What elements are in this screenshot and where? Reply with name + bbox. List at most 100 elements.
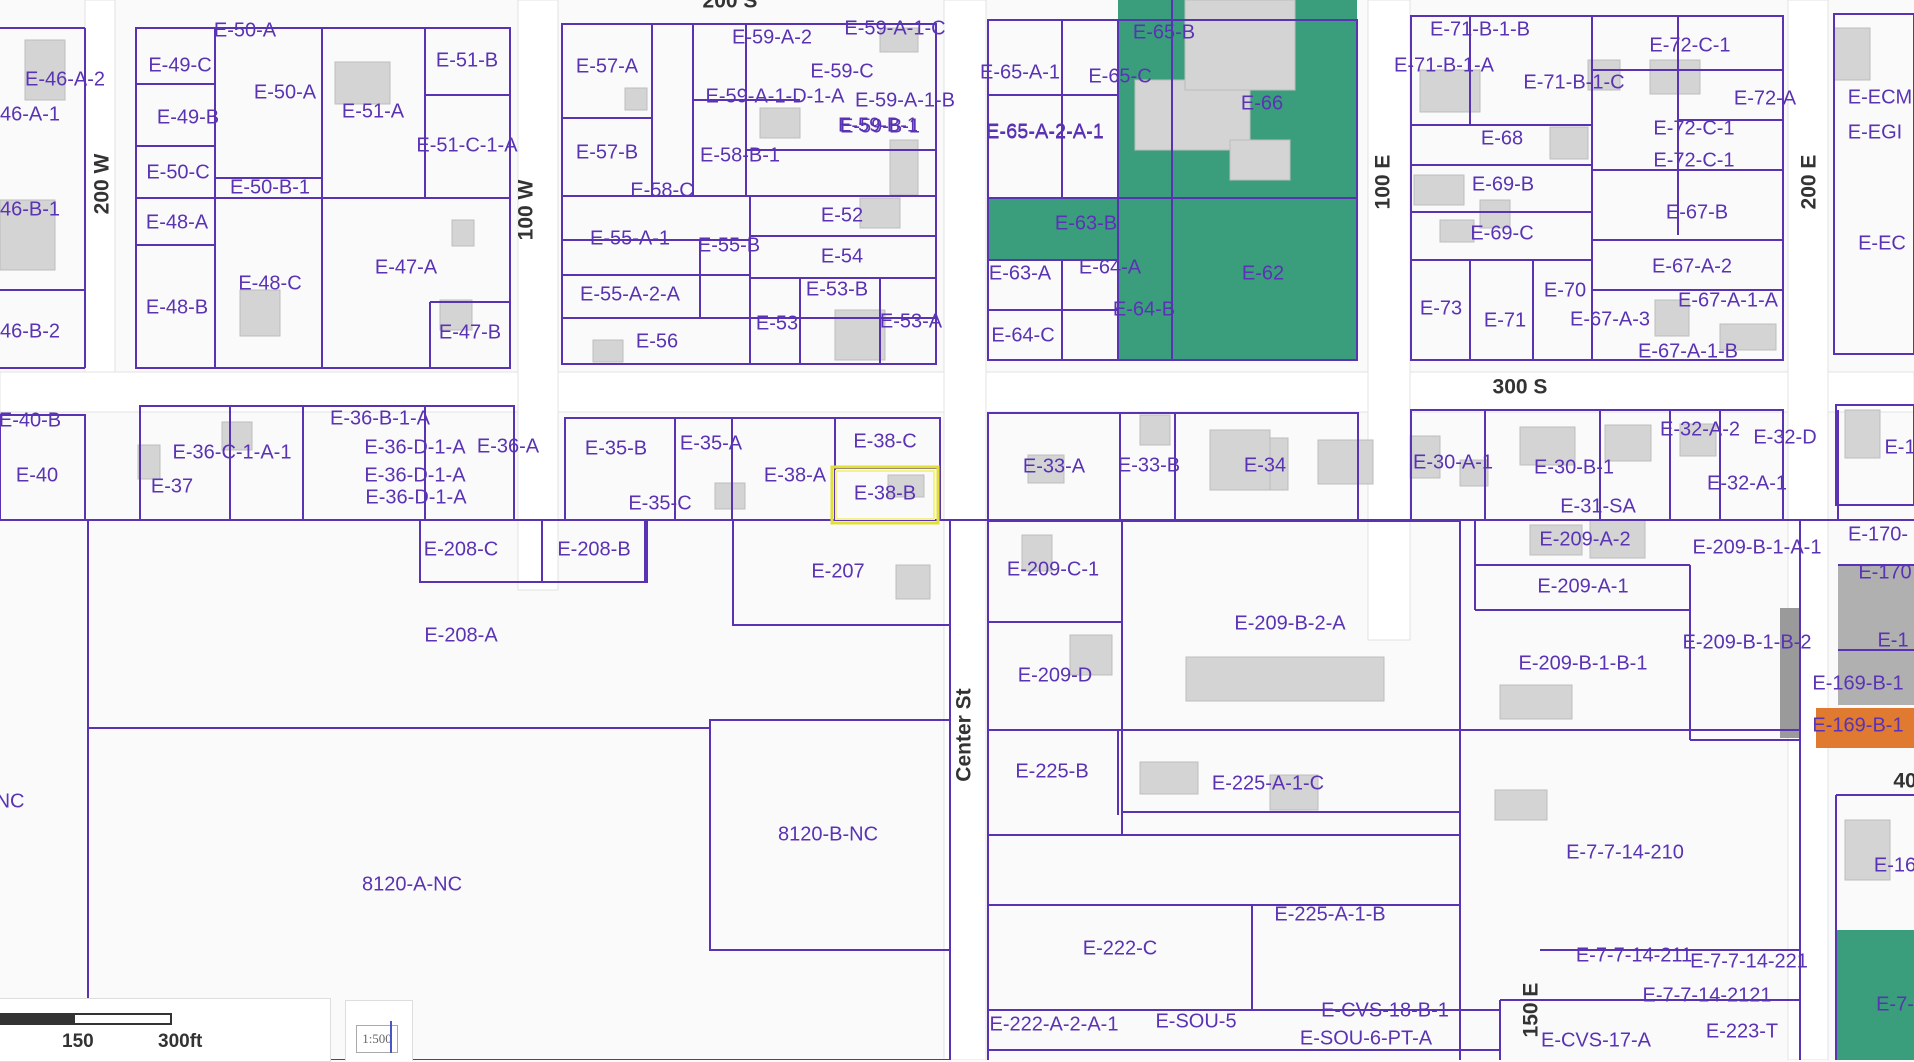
parcel-label[interactable]: E-55-A-2-A bbox=[580, 283, 681, 305]
parcel-label[interactable]: E-170- bbox=[1848, 523, 1908, 545]
parcel-label[interactable]: E-36-D-1-A bbox=[365, 486, 467, 508]
parcel-label[interactable]: E-65-A-1 bbox=[980, 61, 1060, 83]
parcel-label[interactable]: E-56 bbox=[636, 330, 678, 352]
parcel-label[interactable]: E-71 bbox=[1484, 309, 1526, 331]
parcel-label[interactable]: E-33-A bbox=[1023, 455, 1086, 477]
parcel-label[interactable]: E-65-A-2-A-1 bbox=[986, 120, 1104, 142]
parcel-label[interactable]: E-16 bbox=[1874, 854, 1914, 876]
parcel-label[interactable]: E-30-A-1 bbox=[1413, 451, 1493, 473]
parcel-label[interactable]: 8120-A-NC bbox=[362, 873, 462, 895]
scale-ratio-field[interactable]: 1:500 bbox=[356, 1025, 398, 1053]
parcel-label[interactable]: E-50-C bbox=[146, 161, 209, 183]
parcel-label[interactable]: E-170 bbox=[1858, 561, 1911, 583]
parcel-label[interactable]: E-50-A bbox=[214, 19, 277, 41]
parcel-label-selected[interactable]: E-38-B bbox=[854, 482, 916, 504]
parcel-label[interactable]: E-71-B-1-C bbox=[1523, 71, 1624, 93]
parcel-label[interactable]: E-57-A bbox=[576, 55, 639, 77]
parcel-label[interactable]: E-CVS-17-A bbox=[1541, 1029, 1652, 1051]
parcel-label[interactable]: E-32-A-2 bbox=[1660, 418, 1740, 440]
parcel-label[interactable]: E-59-B-1 bbox=[840, 115, 920, 137]
parcel-label[interactable]: E-55-A-1 bbox=[590, 227, 670, 249]
parcel-label[interactable]: E-38-A bbox=[764, 464, 827, 486]
parcel-label[interactable]: E-33-B bbox=[1118, 454, 1180, 476]
parcel-label[interactable]: NC bbox=[0, 790, 24, 812]
parcel-label[interactable]: E-49-B bbox=[157, 106, 219, 128]
parcel-label[interactable]: E-36-D-1-A bbox=[364, 436, 466, 458]
parcel-label[interactable]: E-7-7-14-211 bbox=[1576, 944, 1692, 966]
parcel-label[interactable]: E-48-A bbox=[146, 211, 209, 233]
parcel-label[interactable]: E-35-A bbox=[680, 432, 743, 454]
parcel-label[interactable]: E-55-B bbox=[698, 234, 760, 256]
parcel-label[interactable]: E-36-D-1-A bbox=[364, 464, 466, 486]
parcel-label[interactable]: E-32-A-1 bbox=[1707, 472, 1787, 494]
parcel-label[interactable]: E-169-B-1 bbox=[1812, 672, 1903, 694]
parcel-label[interactable]: E-222-C bbox=[1083, 937, 1157, 959]
parcel-label[interactable]: E-67-A-1-A bbox=[1678, 289, 1779, 311]
parcel-label[interactable]: E-72-C-1 bbox=[1653, 117, 1734, 139]
parcel-label[interactable]: E-72-C-1 bbox=[1649, 34, 1730, 56]
parcel-label[interactable]: E-209-B-1-B-1 bbox=[1519, 652, 1648, 674]
parcel-label[interactable]: E-65-C bbox=[1088, 65, 1151, 87]
parcel-label[interactable]: E-65-A-2-A-1 bbox=[986, 121, 1104, 143]
parcel-label[interactable]: E-7-7-14-221 bbox=[1690, 950, 1808, 972]
parcel-label[interactable]: E-70 bbox=[1544, 279, 1586, 301]
parcel-label[interactable]: E-66 bbox=[1241, 92, 1283, 114]
parcel-label[interactable]: E-225-B bbox=[1015, 760, 1088, 782]
parcel-label[interactable]: E-53 bbox=[756, 312, 798, 334]
parcel-label[interactable]: E-51-A bbox=[342, 100, 405, 122]
parcel-label[interactable]: E-38-C bbox=[853, 430, 916, 452]
parcel-label[interactable]: E-35-C bbox=[628, 492, 691, 514]
parcel-label[interactable]: E-EC bbox=[1858, 232, 1906, 254]
parcel-label[interactable]: E-209-B-1-A-1 bbox=[1693, 536, 1822, 558]
parcel-label[interactable]: E-1 bbox=[1877, 629, 1908, 651]
parcel-label[interactable]: E-59-A-1-B bbox=[855, 89, 955, 111]
parcel-label[interactable]: E-48-C bbox=[238, 272, 301, 294]
parcel-label[interactable]: E-7-7-14-210 bbox=[1566, 841, 1684, 863]
parcel-label[interactable]: E-31-SA bbox=[1560, 495, 1636, 517]
parcel-label[interactable]: E-209-C-1 bbox=[1007, 558, 1099, 580]
parcel-label[interactable]: E-40 bbox=[16, 464, 58, 486]
parcel-label[interactable]: E-209-D bbox=[1018, 664, 1092, 686]
parcel-label[interactable]: E-209-B-2-A bbox=[1234, 612, 1346, 634]
parcel-label[interactable]: E-57-B bbox=[576, 141, 638, 163]
parcel-label[interactable]: E-67-A-1-B bbox=[1638, 340, 1738, 362]
parcel-label[interactable]: E-73 bbox=[1420, 297, 1462, 319]
parcel-label[interactable]: E-49-C bbox=[148, 54, 211, 76]
parcel-label[interactable]: E-71-B-1-A bbox=[1394, 54, 1495, 76]
parcel-label[interactable]: E-40-B bbox=[0, 409, 61, 431]
parcel-label[interactable]: E-30-B-1 bbox=[1534, 456, 1614, 478]
parcel-label[interactable]: E-68 bbox=[1481, 127, 1523, 149]
parcel-label[interactable]: E-64-A bbox=[1079, 256, 1142, 278]
parcel-label[interactable]: E-54 bbox=[821, 245, 863, 267]
parcel-label[interactable]: E-48-B bbox=[146, 296, 208, 318]
parcel-label[interactable]: 46-B-1 bbox=[0, 198, 60, 220]
parcel-label[interactable]: E-SOU-6-PT-A bbox=[1300, 1027, 1433, 1049]
parcel-label[interactable]: E-59-C bbox=[810, 60, 873, 82]
parcel-label[interactable]: E-69-B bbox=[1472, 173, 1534, 195]
parcel-label[interactable]: E-ECM bbox=[1848, 86, 1912, 108]
parcel-label[interactable]: E-64-B bbox=[1113, 298, 1175, 320]
parcel-label[interactable]: E-59-A-1-D-1-A bbox=[706, 85, 846, 107]
parcel-label[interactable]: 8120-B-NC bbox=[778, 823, 878, 845]
parcel-label[interactable]: E-SOU-5 bbox=[1155, 1010, 1236, 1032]
parcel-label[interactable]: E-69-C bbox=[1470, 222, 1533, 244]
parcel-label[interactable]: E-58-C bbox=[630, 179, 693, 201]
parcel-label[interactable]: E-209-A-1 bbox=[1537, 575, 1628, 597]
parcel-label[interactable]: 46-B-2 bbox=[0, 320, 60, 342]
parcel-label[interactable]: E-208-A bbox=[424, 624, 498, 646]
parcel-label[interactable]: E-65-B bbox=[1133, 21, 1195, 43]
parcel-label[interactable]: E-53-A bbox=[880, 310, 943, 332]
parcel-label[interactable]: E-37 bbox=[151, 475, 193, 497]
parcel-label[interactable]: E-63-B bbox=[1055, 212, 1117, 234]
parcel-label[interactable]: E-64-C bbox=[991, 324, 1054, 346]
parcel-label[interactable]: E-7-7-14-2121 bbox=[1643, 984, 1772, 1006]
parcel-label[interactable]: E-52 bbox=[821, 204, 863, 226]
parcel-label[interactable]: E-47-A bbox=[375, 256, 438, 278]
parcel-label[interactable]: E-225-A-1-B bbox=[1274, 903, 1385, 925]
parcel-label[interactable]: E-67-A-2 bbox=[1652, 255, 1732, 277]
parcel-label[interactable]: E-EGI bbox=[1848, 121, 1902, 143]
parcel-label[interactable]: E-208-B bbox=[557, 538, 630, 560]
parcel-label[interactable]: E-51-C-1-A bbox=[416, 134, 518, 156]
parcel-label[interactable]: E-71-B-1-B bbox=[1430, 18, 1530, 40]
